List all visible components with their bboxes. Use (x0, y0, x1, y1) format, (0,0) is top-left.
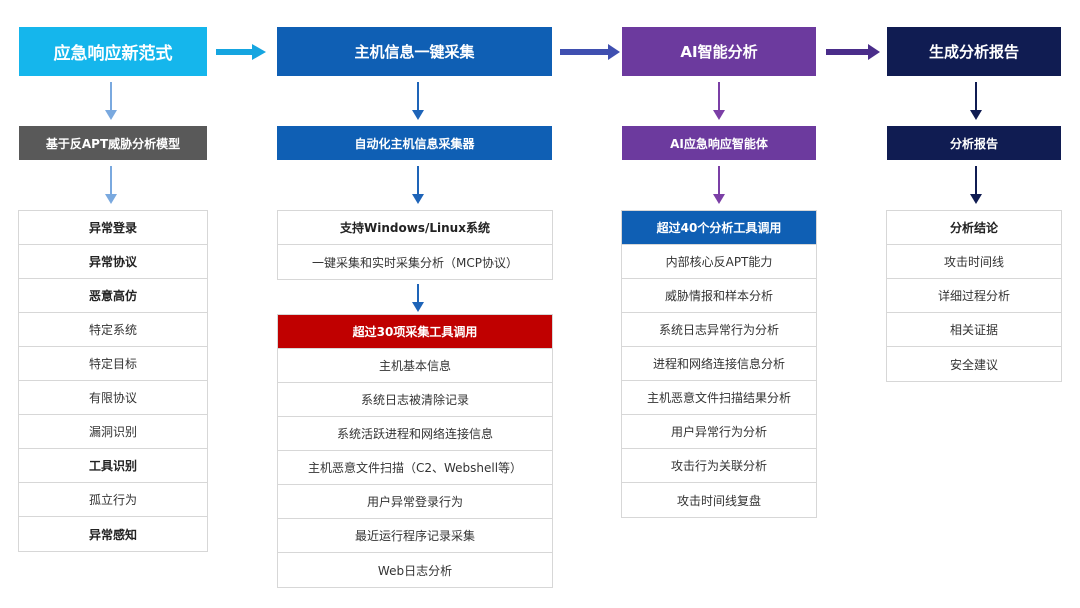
arrow-col4-down-2 (970, 166, 982, 204)
col2-tool-item: 系统活跃进程和网络连接信息 (278, 417, 552, 451)
col2-top-list: 支持Windows/Linux系统一键采集和实时采集分析（MCP协议） (277, 210, 553, 280)
arrow-col1-to-col2 (216, 44, 266, 60)
col2-tool-item: 主机恶意文件扫描（C2、Webshell等） (278, 451, 552, 485)
col3-tool-item: 攻击行为关联分析 (622, 449, 816, 483)
col4-list-item: 安全建议 (949, 357, 998, 372)
arrow-col1-down-2 (105, 166, 117, 204)
arrow-col2-to-col3 (560, 44, 620, 60)
arrow-col4-down-1 (970, 82, 982, 120)
col1-list: 异常登录异常协议恶意高仿特定系统特定目标有限协议漏洞识别工具识别孤立行为异常感知 (18, 210, 208, 552)
arrow-col3-down-1 (713, 82, 725, 120)
col1-header: 应急响应新范式 (19, 27, 207, 76)
arrow-col2-down-1 (412, 82, 424, 120)
col4-list-item: 攻击时间线 (887, 245, 1061, 279)
col1-list-item: 孤立行为 (19, 483, 207, 517)
col2-tool-item: Web日志分析 (377, 563, 453, 578)
col3-tool-item: 系统日志异常行为分析 (622, 313, 816, 347)
col3-tool-item: 用户异常行为分析 (622, 415, 816, 449)
arrow-col2-down-3 (412, 284, 424, 312)
col3-tool-item: 主机恶意文件扫描结果分析 (622, 381, 816, 415)
col1-sub-header: 基于反APT威胁分析模型 (19, 126, 207, 160)
col1-list-item: 异常感知 (88, 527, 137, 542)
col2-tool-item: 系统日志被清除记录 (278, 383, 552, 417)
col4-list-item: 分析结论 (887, 211, 1061, 245)
col2-top-item: 支持Windows/Linux系统 (278, 211, 552, 245)
col1-list-item: 有限协议 (19, 381, 207, 415)
col3-tool-item: 威胁情报和样本分析 (622, 279, 816, 313)
col4-list: 分析结论攻击时间线详细过程分析相关证据安全建议 (886, 210, 1062, 382)
col3-list: 超过40个分析工具调用 内部核心反APT能力威胁情报和样本分析系统日志异常行为分… (621, 210, 817, 518)
arrow-col3-to-col4 (826, 44, 880, 60)
col1-list-item: 异常协议 (19, 245, 207, 279)
col4-header: 生成分析报告 (887, 27, 1061, 76)
col3-tool-item: 进程和网络连接信息分析 (622, 347, 816, 381)
col1-list-item: 特定目标 (19, 347, 207, 381)
col4-list-item: 相关证据 (887, 313, 1061, 347)
col3-tool-item: 内部核心反APT能力 (622, 245, 816, 279)
col2-tools-list: 超过30项采集工具调用 主机基本信息系统日志被清除记录系统活跃进程和网络连接信息… (277, 314, 553, 588)
arrow-col2-down-2 (412, 166, 424, 204)
col2-tool-item: 主机基本信息 (278, 349, 552, 383)
col3-tools-header: 超过40个分析工具调用 (622, 211, 816, 245)
col3-tool-item: 攻击时间线复盘 (676, 493, 761, 508)
col3-sub-header: AI应急响应智能体 (622, 126, 816, 160)
col4-sub-header: 分析报告 (887, 126, 1061, 160)
col3-header: AI智能分析 (622, 27, 816, 76)
col1-list-item: 工具识别 (19, 449, 207, 483)
col2-tool-item: 最近运行程序记录采集 (278, 519, 552, 553)
col2-tool-item: 用户异常登录行为 (278, 485, 552, 519)
col1-list-item: 漏洞识别 (19, 415, 207, 449)
col2-tools-header: 超过30项采集工具调用 (278, 315, 552, 349)
col1-list-item: 异常登录 (19, 211, 207, 245)
col1-list-item: 恶意高仿 (19, 279, 207, 313)
col1-list-item: 特定系统 (19, 313, 207, 347)
arrow-col1-down-1 (105, 82, 117, 120)
col2-sub-header: 自动化主机信息采集器 (277, 126, 552, 160)
arrow-col3-down-2 (713, 166, 725, 204)
col2-header: 主机信息一键采集 (277, 27, 552, 76)
col4-list-item: 详细过程分析 (887, 279, 1061, 313)
col2-top-item: 一键采集和实时采集分析（MCP协议） (312, 255, 518, 270)
